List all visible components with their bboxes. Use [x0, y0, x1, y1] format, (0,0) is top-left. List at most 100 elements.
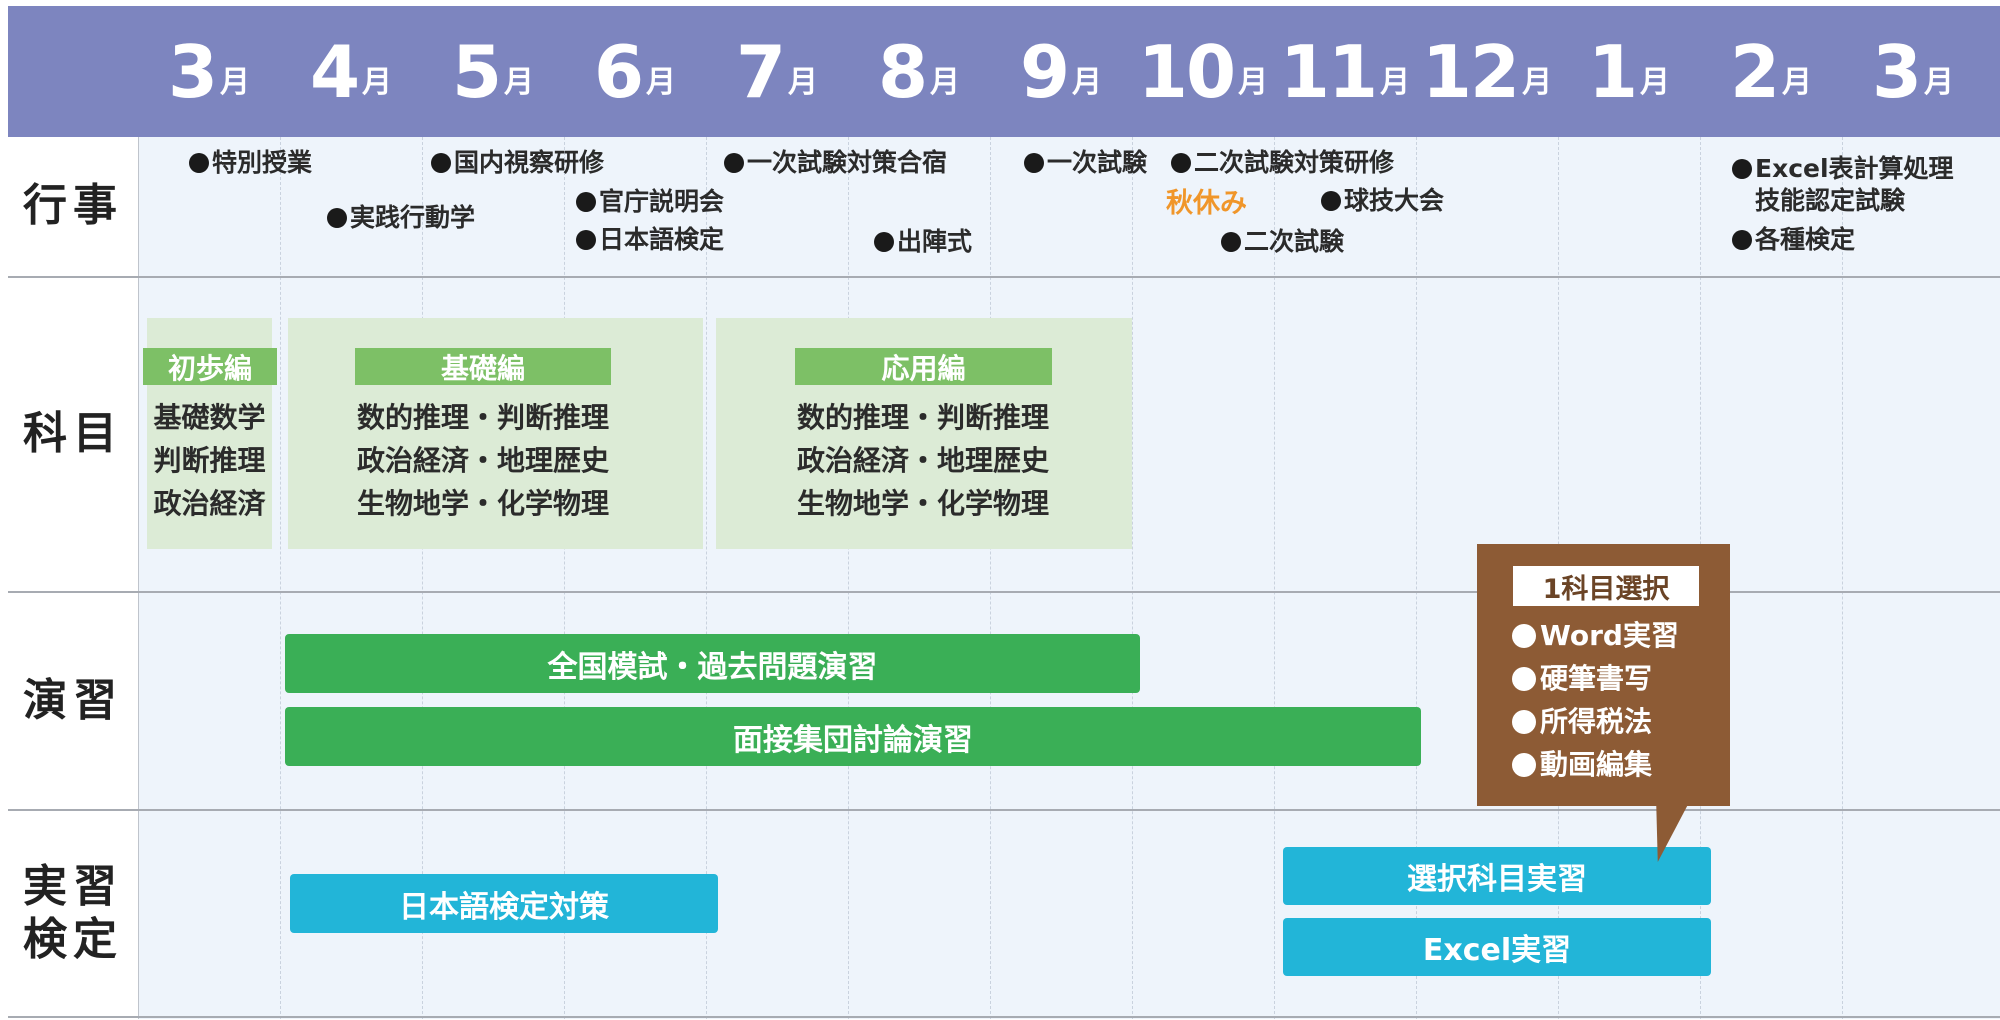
bullet-icon [1512, 624, 1536, 648]
event-label-continued: 技能認定試験 [1755, 186, 1906, 215]
event-label: 一次試験 [1047, 148, 1148, 177]
row-divider [8, 809, 2000, 811]
callout-item: 所得税法 [1512, 700, 1679, 743]
row-divider [8, 276, 2000, 278]
event-label: 各種検定 [1755, 225, 1856, 254]
month-unit: 月 [1924, 64, 1955, 100]
subject-list-basic: 数的推理・判断推理 政治経済・地理歴史 生物地学・化学物理 [288, 396, 678, 525]
month-divider [1842, 137, 1843, 1019]
subject-list-beginner: 基礎数学 判断推理 政治経済 [147, 396, 272, 525]
row-label-practice-line1: 実習 [23, 860, 123, 912]
month-number: 4 [309, 29, 360, 114]
month-number: 12 [1421, 29, 1520, 114]
bullet-icon [576, 230, 596, 250]
event-various-tests: 各種検定 [1732, 227, 1855, 252]
subject-item: 生物地学・化学物理 [356, 487, 609, 520]
month-number: 8 [877, 29, 928, 114]
month-number: 10 [1137, 29, 1236, 114]
callout-item: Word実習 [1512, 614, 1679, 657]
bullet-icon [189, 153, 209, 173]
month-divider [1274, 137, 1275, 1019]
bullet-icon [1512, 753, 1536, 777]
month-number: 2 [1729, 29, 1780, 114]
event-label: 一次試験対策合宿 [747, 148, 948, 177]
bullet-icon [327, 208, 347, 228]
row-label-subjects: 科目 [23, 408, 123, 460]
event-first-exam: 一次試験 [1024, 150, 1147, 175]
event-label: 日本語検定 [599, 225, 725, 254]
bullet-icon [1024, 153, 1044, 173]
event-label: 球技大会 [1344, 186, 1445, 215]
label-column-divider [138, 137, 139, 1019]
month-unit: 月 [788, 64, 819, 100]
callout-list: Word実習 硬筆書写 所得税法 動画編集 [1512, 614, 1679, 786]
month-unit: 月 [220, 64, 251, 100]
bar-japanese-test-prep: 日本語検定対策 [290, 874, 718, 933]
callout-item-label: 硬筆書写 [1540, 662, 1653, 695]
month-unit: 月 [504, 64, 535, 100]
event-label: 二次試験対策研修 [1194, 148, 1395, 177]
bullet-icon [431, 153, 451, 173]
subject-item: 基礎数学 [153, 401, 266, 434]
month-unit: 月 [930, 64, 961, 100]
month-unit: 月 [1522, 64, 1553, 100]
bullet-icon [874, 232, 894, 252]
month-number: 11 [1279, 29, 1378, 114]
subject-list-applied: 数的推理・判断推理 政治経済・地理歴史 生物地学・化学物理 [728, 396, 1118, 525]
bar-interview-practice: 面接集団討論演習 [285, 707, 1421, 766]
month-number: 7 [735, 29, 786, 114]
month-number: 5 [451, 29, 502, 114]
month-divider [990, 137, 991, 1019]
month-unit: 月 [362, 64, 393, 100]
month-unit: 月 [1238, 64, 1269, 100]
bullet-icon [1732, 159, 1752, 179]
event-gov-briefing: 官庁説明会 [576, 189, 724, 214]
month-divider [564, 137, 565, 1019]
event-special-class: 特別授業 [189, 150, 312, 175]
bullet-icon [576, 192, 596, 212]
bullet-icon [724, 153, 744, 173]
row-divider [8, 1016, 2000, 1018]
month-number: 1 [1587, 29, 1638, 114]
subject-item: 政治経済・地理歴史 [796, 444, 1049, 477]
subject-item: 数的推理・判断推理 [796, 401, 1049, 434]
month-header [8, 6, 2000, 137]
event-label: 実践行動学 [350, 203, 476, 232]
callout-item-label: 動画編集 [1540, 748, 1653, 781]
subject-item: 生物地学・化学物理 [796, 487, 1049, 520]
event-label: 官庁説明会 [599, 187, 725, 216]
bar-elective-practice: 選択科目実習 [1283, 847, 1711, 905]
event-label: 国内視察研修 [454, 148, 605, 177]
month-unit: 月 [1782, 64, 1813, 100]
event-practical-behavior: 実践行動学 [327, 205, 475, 230]
event-japanese-test: 日本語検定 [576, 227, 724, 252]
month-divider [1132, 137, 1133, 1019]
event-send-off: 出陣式 [874, 229, 972, 254]
row-label-practice: 実習 検定 [8, 811, 138, 1016]
row-label-events: 行事 [23, 180, 123, 232]
month-divider [1416, 137, 1417, 1019]
month-divider [422, 137, 423, 1019]
bullet-icon [1221, 232, 1241, 252]
bar-excel-practice: Excel実習 [1283, 918, 1711, 976]
callout-item: 動画編集 [1512, 743, 1679, 786]
event-label: 出陣式 [897, 227, 973, 256]
month-unit: 月 [1640, 64, 1671, 100]
event-second-exam: 二次試験 [1221, 229, 1344, 254]
month-divider [280, 137, 281, 1019]
event-excel-cert: Excel表計算処理技能認定試験 [1732, 153, 1954, 217]
bar-mock-exam: 全国模試・過去問題演習 [285, 634, 1140, 693]
callout-item-label: Word実習 [1540, 619, 1679, 652]
event-label: 特別授業 [212, 148, 313, 177]
